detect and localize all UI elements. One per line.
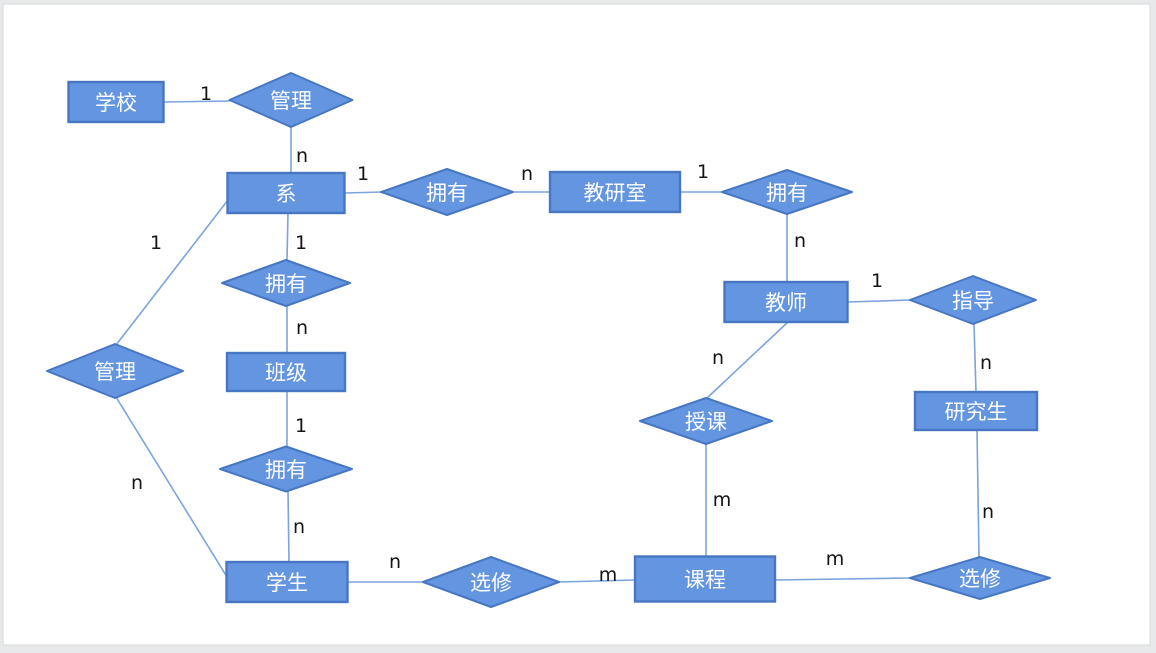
relationship-diamond-own-office-teacher[interactable]	[721, 169, 853, 215]
entity-teaching-office[interactable]: 教研室	[548, 170, 682, 214]
cardinality-label-teach-teacher-course--course: m	[713, 489, 732, 511]
connector-manage-dept-student--student	[115, 396, 228, 578]
cardinality-label-department--manage-dept-student: 1	[150, 232, 162, 254]
relationship-own-dept-office[interactable]: 拥有	[380, 168, 514, 216]
relationship-diamond-elective-course-grad[interactable]	[909, 556, 1051, 600]
entity-student[interactable]: 学生	[225, 560, 349, 604]
cardinality-label-student--elective-student-course: n	[389, 551, 401, 573]
connector-department--own-dept-office	[344, 191, 382, 194]
cardinality-label-department--own-dept-class: 1	[295, 232, 307, 254]
relationship-label-own-class-student: 拥有	[265, 458, 307, 482]
connector-department--own-dept-class	[286, 212, 289, 261]
cardinality-label-course--elective-course-grad: m	[826, 548, 845, 570]
entity-class[interactable]: 班级	[225, 351, 347, 393]
relationship-diamond-teach-teacher-course[interactable]	[639, 397, 773, 445]
relationship-own-class-student[interactable]: 拥有	[219, 445, 353, 493]
connector-own-class-student--student	[287, 490, 290, 563]
entity-box-department[interactable]	[226, 171, 346, 215]
entity-label-course: 课程	[684, 568, 726, 592]
cardinality-label-class--own-class-student: 1	[295, 415, 307, 437]
cardinality-label-own-office-teacher--teacher: n	[794, 230, 806, 252]
relationship-diamond-own-dept-class[interactable]	[221, 259, 351, 307]
entity-teacher[interactable]: 教师	[723, 280, 849, 324]
relationship-label-elective-course-grad: 选修	[959, 567, 1001, 591]
entity-box-teaching-office[interactable]	[548, 170, 682, 214]
relationship-label-guide-teacher-grad: 指导	[952, 289, 994, 313]
relationship-label-teach-teacher-course: 授课	[685, 410, 727, 434]
entity-label-student: 学生	[266, 571, 308, 595]
entity-label-teacher: 教师	[765, 291, 807, 315]
entity-box-school[interactable]	[67, 80, 165, 124]
connector-teacher--guide-teacher-grad	[847, 299, 911, 303]
entity-box-class[interactable]	[225, 351, 347, 393]
relationship-own-dept-class[interactable]: 拥有	[221, 259, 351, 307]
connector-department--manage-dept-student	[115, 199, 229, 346]
entity-label-teaching-office: 教研室	[584, 181, 647, 205]
relationship-label-manage-school-dept: 管理	[270, 89, 312, 113]
relationship-label-own-dept-office: 拥有	[426, 181, 468, 205]
entity-label-department: 系	[276, 182, 297, 206]
entity-label-school: 学校	[95, 91, 137, 115]
cardinality-label-guide-teacher-grad--graduate-student: n	[980, 352, 992, 374]
relationship-diamond-manage-school-dept[interactable]	[228, 72, 354, 128]
cardinality-label-manage-dept-student--student: n	[131, 472, 143, 494]
cardinality-label-own-dept-class--class: n	[296, 317, 308, 339]
relationship-diamond-manage-dept-student[interactable]	[46, 343, 184, 399]
connector-guide-teacher-grad--graduate-student	[973, 323, 977, 393]
entity-course[interactable]: 课程	[633, 555, 777, 603]
connector-course--elective-student-course	[558, 579, 636, 583]
cardinality-label-teacher--guide-teacher-grad: 1	[871, 270, 883, 292]
entity-graduate-student[interactable]: 研究生	[913, 390, 1039, 432]
connector-course--elective-course-grad	[774, 577, 911, 581]
connector-graduate-student--elective-course-grad	[976, 429, 980, 558]
entity-department[interactable]: 系	[226, 171, 346, 215]
cardinality-label-own-class-student--student: n	[293, 516, 305, 538]
page	[2, 3, 1151, 646]
cardinality-label-school--manage-school-dept: 1	[200, 83, 212, 105]
relationship-teach-teacher-course[interactable]: 授课	[639, 397, 773, 445]
cardinality-label-manage-school-dept--department: n	[296, 145, 308, 167]
cardinality-label-teacher--teach-teacher-course: n	[712, 347, 724, 369]
relationship-elective-student-course[interactable]: 选修	[422, 556, 560, 608]
relationship-label-elective-student-course: 选修	[470, 571, 512, 595]
relationship-manage-school-dept[interactable]: 管理	[228, 72, 354, 128]
relationship-diamond-guide-teacher-grad[interactable]	[909, 275, 1037, 325]
relationship-diamond-own-class-student[interactable]	[219, 445, 353, 493]
cardinality-label-own-dept-office--teaching-office: n	[521, 163, 533, 185]
entity-school[interactable]: 学校	[67, 80, 165, 124]
entity-box-graduate-student[interactable]	[913, 390, 1039, 432]
connector-school--manage-school-dept	[162, 100, 231, 103]
cardinality-label-graduate-student--elective-course-grad: n	[982, 501, 994, 523]
relationship-manage-dept-student[interactable]: 管理	[46, 343, 184, 399]
cardinality-label-department--own-dept-office: 1	[357, 163, 369, 185]
entity-label-class: 班级	[265, 361, 307, 385]
cardinality-label-course--elective-student-course: m	[599, 564, 618, 586]
relationship-own-office-teacher[interactable]: 拥有	[721, 169, 853, 215]
entity-box-teacher[interactable]	[723, 280, 849, 324]
relationship-label-manage-dept-student: 管理	[94, 360, 136, 384]
entity-label-graduate-student: 研究生	[945, 400, 1008, 424]
relationship-diamond-own-dept-office[interactable]	[380, 168, 514, 216]
relationship-label-own-dept-class: 拥有	[265, 272, 307, 296]
relationship-diamond-elective-student-course[interactable]	[422, 556, 560, 608]
relationship-label-own-office-teacher: 拥有	[766, 181, 808, 205]
relationship-elective-course-grad[interactable]: 选修	[909, 556, 1051, 600]
cardinality-label-teaching-office--own-office-teacher: 1	[697, 161, 709, 183]
entity-box-student[interactable]	[225, 560, 349, 604]
entity-box-course[interactable]	[633, 555, 777, 603]
connector-teacher--teach-teacher-course	[706, 321, 789, 399]
relationship-guide-teacher-grad[interactable]: 指导	[909, 275, 1037, 325]
